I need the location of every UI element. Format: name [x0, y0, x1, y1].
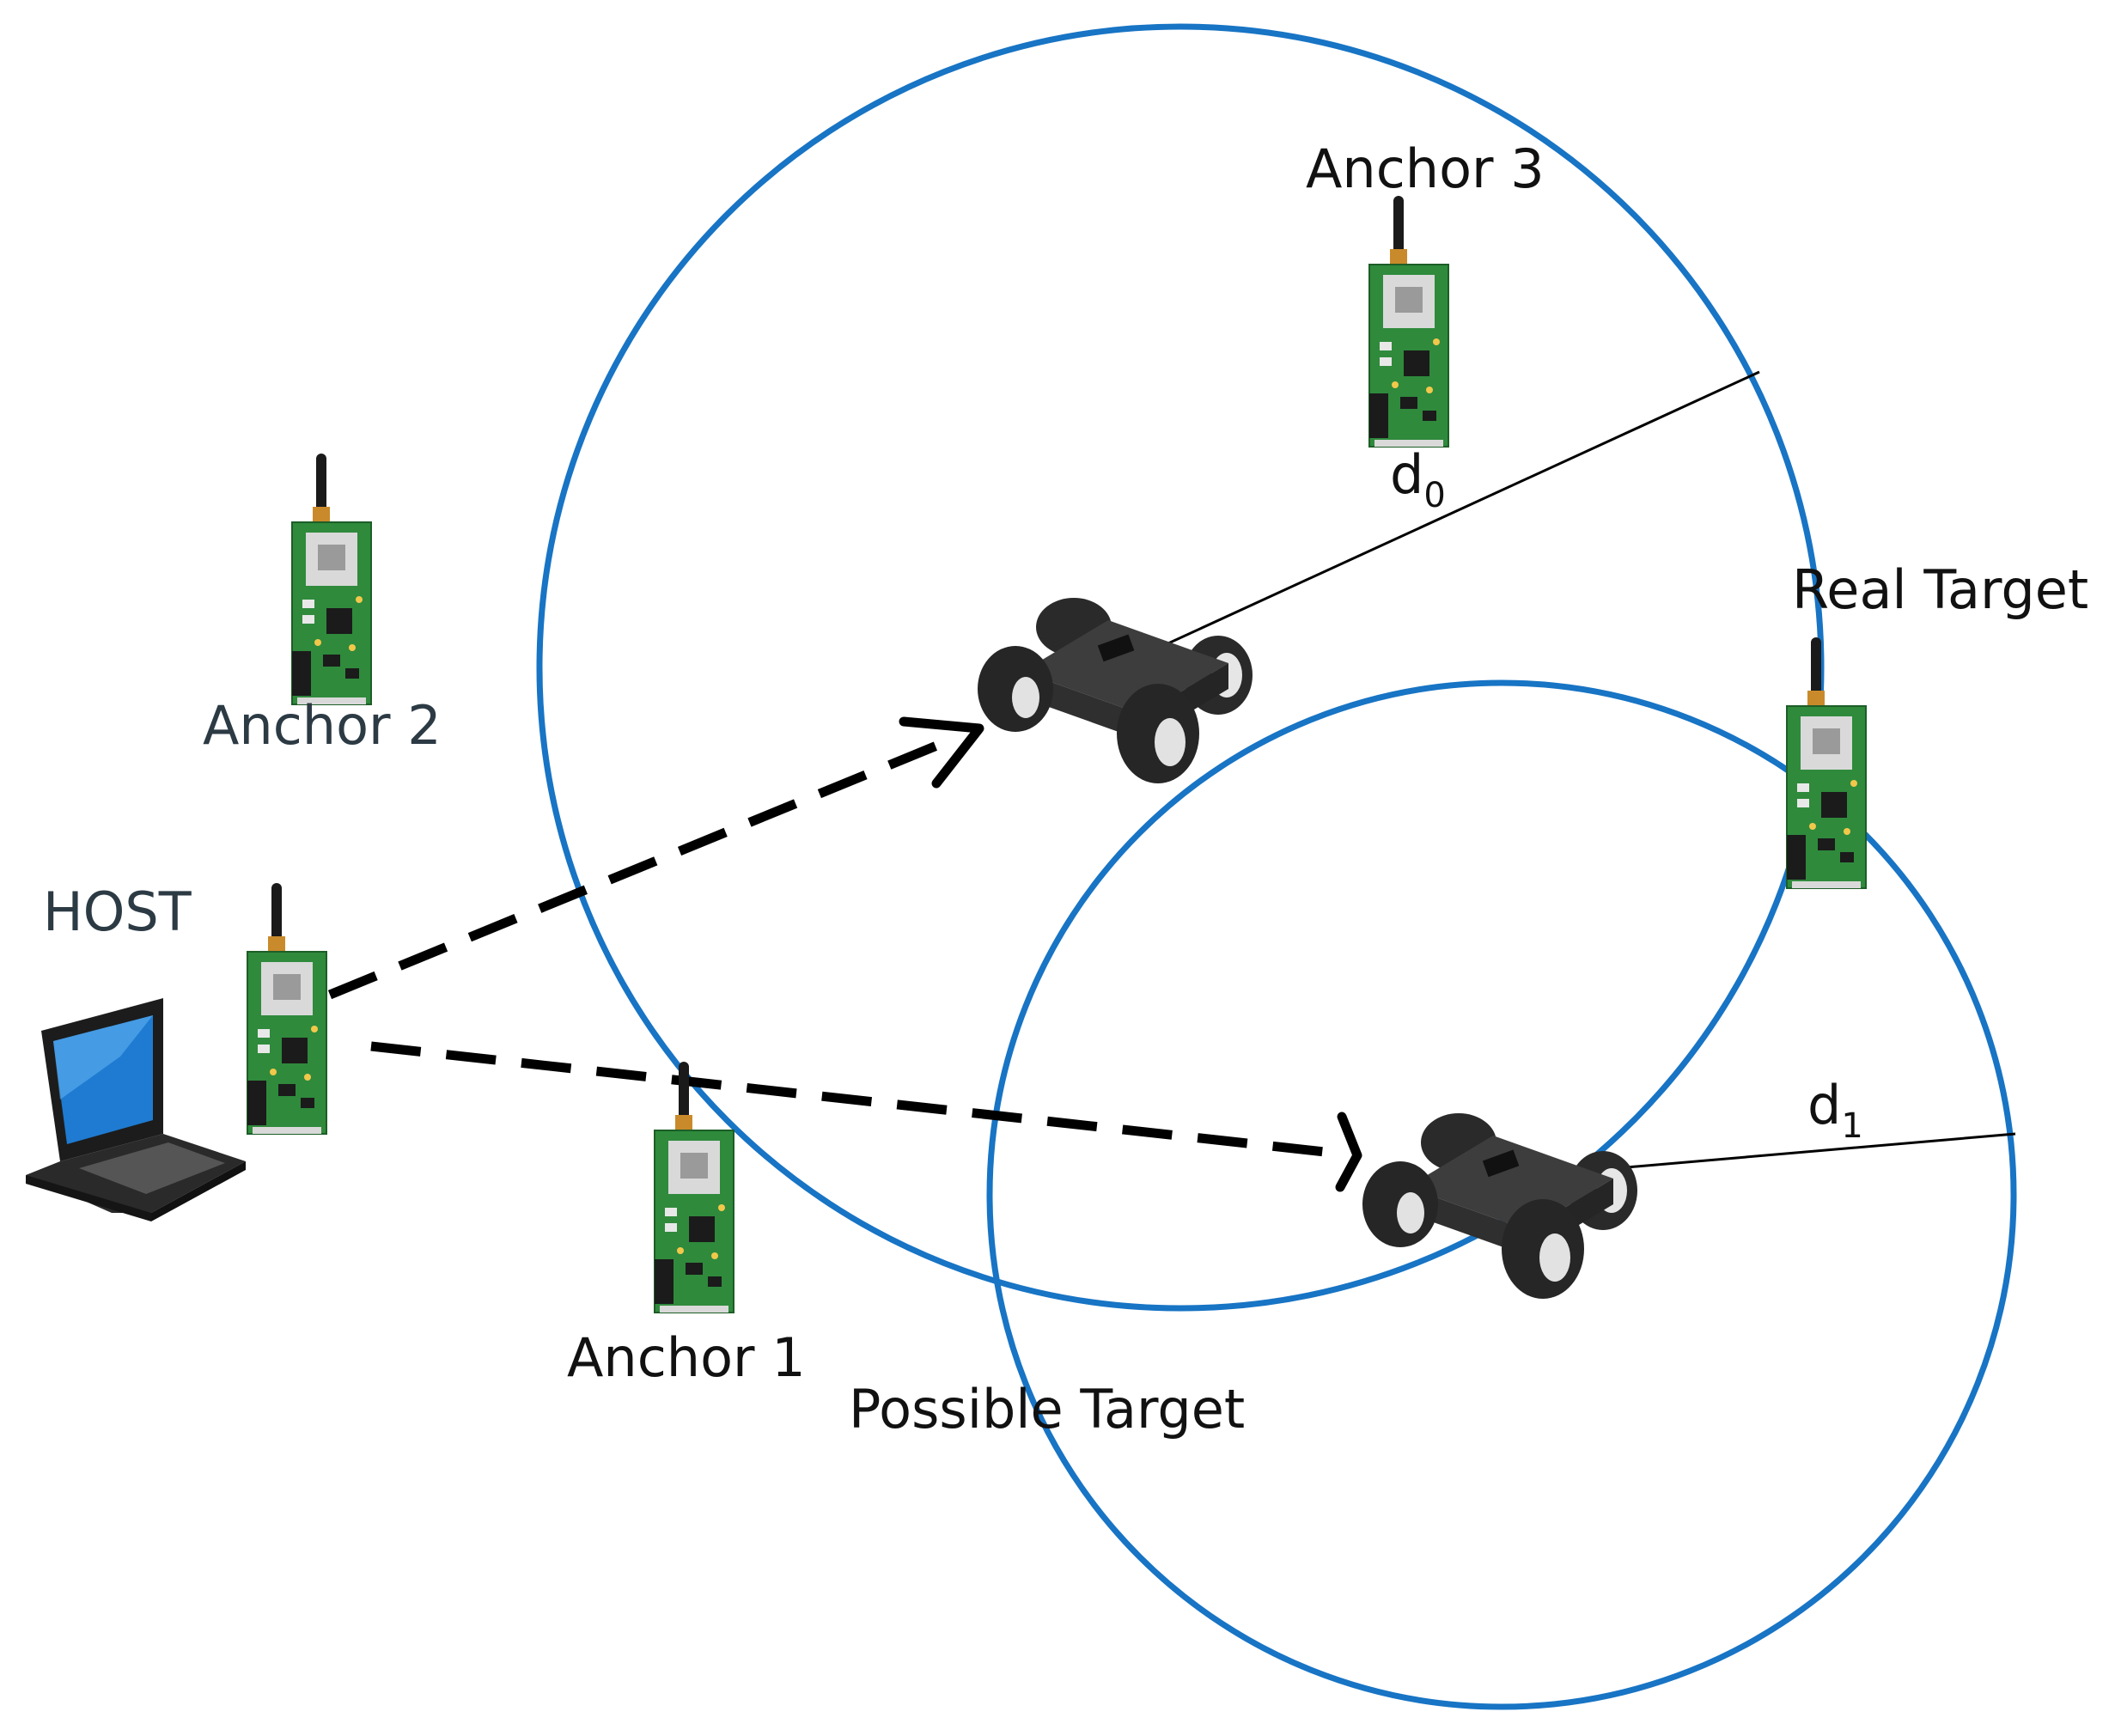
- distance-label-d1: d1: [1807, 1074, 1863, 1146]
- laptop-icon: [26, 998, 246, 1221]
- anchor3-board-icon: [1368, 195, 1449, 448]
- real-robot: [978, 598, 1253, 783]
- anchor2-label: Anchor 2: [203, 694, 442, 757]
- host-board-icon: [247, 882, 327, 1135]
- host-to-target-arrow: [327, 734, 956, 1000]
- anchor2-board-icon: [291, 453, 372, 705]
- d0-subscript: 0: [1423, 476, 1445, 515]
- distance-label-d0: d0: [1390, 443, 1446, 515]
- possible-target-label: Possible Target: [849, 1378, 1245, 1441]
- anchor3-label: Anchor 3: [1306, 137, 1545, 200]
- d0-base: d: [1390, 443, 1423, 506]
- arrowhead-bottom: [1335, 1112, 1362, 1192]
- real-target-label: Real Target: [1792, 558, 2088, 621]
- d1-subscript: 1: [1841, 1106, 1862, 1146]
- host-to-possible-arrow: [370, 1041, 1341, 1159]
- radius-line-d0: [1137, 370, 1760, 659]
- anchor1-label: Anchor 1: [567, 1326, 806, 1389]
- anchor1-board-icon: [654, 1061, 734, 1313]
- d1-base: d: [1807, 1074, 1841, 1136]
- host-label: HOST: [43, 880, 192, 943]
- range-circle-d1: [986, 679, 2017, 1710]
- real-target-board-icon: [1786, 637, 1867, 889]
- arrowhead-top: [899, 716, 984, 789]
